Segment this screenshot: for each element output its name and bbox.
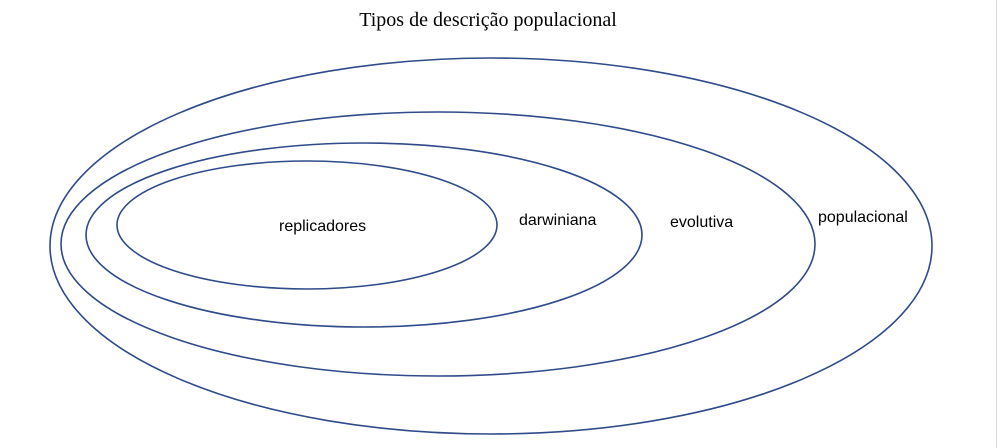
- ellipse-replicadores: [116, 160, 498, 290]
- label-populacional: populacional: [818, 209, 908, 226]
- label-darwiniana: darwiniana: [519, 212, 596, 229]
- frame-border: [996, 0, 997, 448]
- label-evolutiva: evolutiva: [670, 214, 733, 231]
- diagram-title: Tipos de descrição populacional: [359, 9, 617, 31]
- ellipse-populacional: [49, 57, 933, 435]
- ellipse-darwiniana: [85, 142, 643, 328]
- label-replicadores: replicadores: [279, 218, 366, 235]
- ellipse-evolutiva: [60, 111, 816, 377]
